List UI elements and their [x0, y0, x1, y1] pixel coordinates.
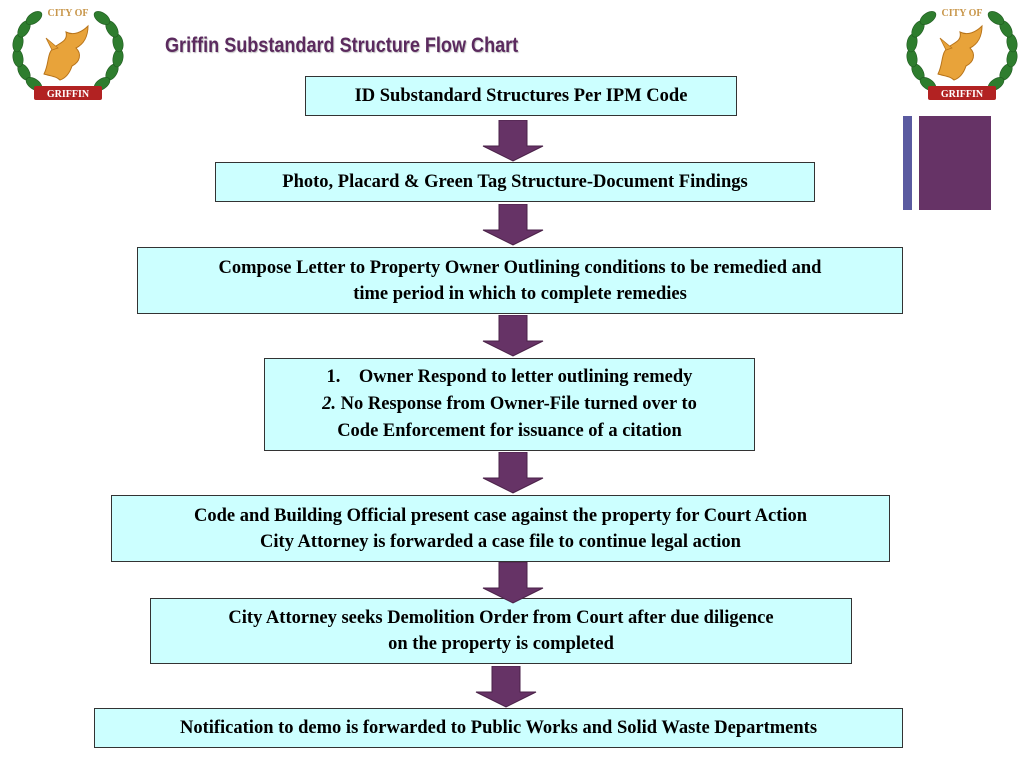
decorative-thin-bar: [903, 116, 912, 210]
list-item-text: No Response from Owner-File turned over …: [340, 394, 697, 414]
down-arrow-icon: [482, 562, 544, 604]
flow-step-5: Code and Building Official present case …: [111, 495, 890, 562]
decorative-bar: [919, 116, 991, 210]
flow-step-text: ID Substandard Structures Per IPM Code: [354, 86, 688, 106]
down-arrow-icon: [482, 204, 544, 246]
city-of-griffin-logo-left: CITY OF GRIFFIN: [6, 2, 130, 106]
svg-text:CITY OF: CITY OF: [941, 8, 982, 19]
flow-step-3: Compose Letter to Property Owner Outlini…: [137, 247, 903, 314]
flow-step-7: Notification to demo is forwarded to Pub…: [94, 708, 903, 748]
list-marker: 1.: [326, 367, 341, 387]
down-arrow-icon: [482, 120, 544, 162]
flow-list-item-continuation: Code Enforcement for issuance of a citat…: [265, 418, 754, 445]
flow-step-6: City Attorney seeks Demolition Order fro…: [150, 598, 852, 664]
page-title: Griffin Substandard Structure Flow Chart: [165, 34, 519, 57]
flow-step-text: City Attorney seeks Demolition Order fro…: [228, 608, 774, 628]
city-of-griffin-logo-right: CITY OF GRIFFIN: [900, 2, 1024, 106]
flow-step-1: ID Substandard Structures Per IPM Code: [305, 76, 737, 116]
flow-step-text: time period in which to complete remedie…: [353, 283, 687, 304]
down-arrow-icon: [482, 315, 544, 357]
list-item-text: Owner Respond to letter outlining remedy: [358, 367, 693, 387]
list-marker: 2.: [322, 394, 336, 414]
flow-step-2: Photo, Placard & Green Tag Structure-Doc…: [215, 162, 815, 202]
svg-text:CITY OF: CITY OF: [47, 8, 88, 19]
flow-step-text: Compose Letter to Property Owner Outlini…: [218, 257, 822, 278]
flow-list-item-1: 1. Owner Respond to letter outlining rem…: [265, 364, 754, 391]
flow-step-text: City Attorney is forwarded a case file t…: [260, 531, 741, 552]
flow-list-item-2: 2. No Response from Owner-File turned ov…: [265, 391, 754, 418]
flow-step-text: Notification to demo is forwarded to Pub…: [179, 718, 818, 738]
griffin-seal-icon: CITY OF GRIFFIN: [906, 8, 1018, 100]
down-arrow-icon: [475, 666, 537, 708]
flow-step-text: on the property is completed: [388, 634, 614, 654]
griffin-seal-icon: CITY OF GRIFFIN: [12, 8, 124, 100]
flow-step-text: Code and Building Official present case …: [193, 505, 808, 526]
svg-text:GRIFFIN: GRIFFIN: [47, 89, 90, 100]
svg-text:GRIFFIN: GRIFFIN: [941, 89, 984, 100]
list-item-text: Code Enforcement for issuance of a citat…: [337, 421, 682, 441]
flow-step-text: Photo, Placard & Green Tag Structure-Doc…: [282, 172, 748, 192]
flow-step-4: 1. Owner Respond to letter outlining rem…: [264, 358, 755, 451]
down-arrow-icon: [482, 452, 544, 494]
